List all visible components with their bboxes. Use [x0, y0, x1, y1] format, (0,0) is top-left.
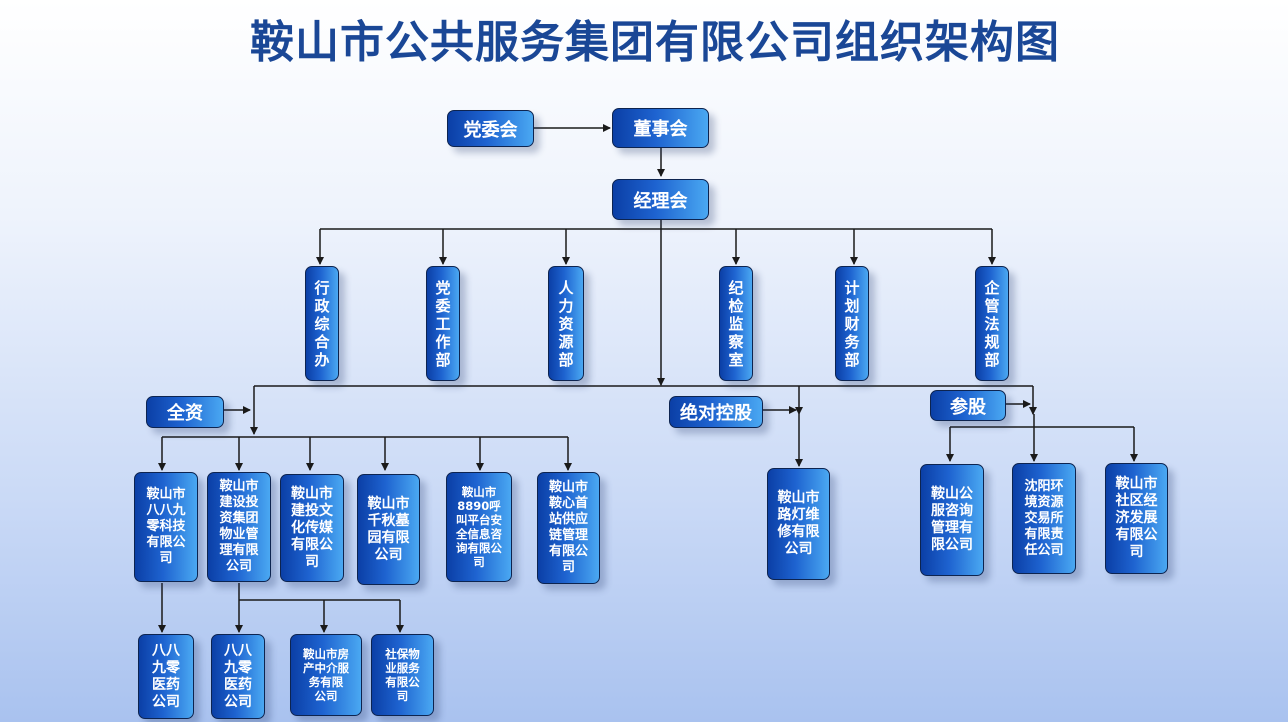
- dept-admin-office: 行 政 综 合 办: [305, 266, 339, 381]
- company-construction-property: 鞍山市 建设投 资集团 物业管 理有限 公司: [207, 472, 271, 582]
- board-box: 董事会: [612, 108, 709, 148]
- company-supply-chain: 鞍山市 鞍心首 站供应 链管理 有限公 司: [537, 472, 600, 584]
- group-participation: 参股: [930, 390, 1006, 421]
- dept-human-resources: 人 力 资 源 部: [548, 266, 584, 381]
- party-committee-box: 党委会: [447, 110, 534, 147]
- page-title: 鞍山市公共服务集团有限公司组织架构图: [250, 17, 1060, 68]
- company-cemetery: 鞍山市 千秋墓 园有限 公司: [357, 474, 420, 585]
- subsidiary-8890-pharma-b: 八八 九零 医药 公司: [211, 634, 265, 719]
- company-8890-tech: 鞍山市 八八九 零科技 有限公 司: [134, 472, 198, 582]
- subsidiary-8890-pharma-a: 八八 九零 医药 公司: [138, 634, 194, 719]
- managers-box: 经理会: [612, 179, 709, 220]
- subsidiary-social-security-property: 社保物 业服务 有限公 司: [371, 634, 434, 716]
- dept-discipline: 纪 检 监 察 室: [719, 266, 753, 381]
- dept-party-work: 党 委 工 作 部: [426, 266, 460, 381]
- group-absolute-holding: 绝对控股: [669, 396, 763, 428]
- group-wholly-owned: 全资: [146, 396, 224, 428]
- subsidiary-real-estate-agency: 鞍山市房 产中介服 务有限 公司: [290, 634, 362, 716]
- dept-legal: 企 管 法 规 部: [975, 266, 1009, 381]
- dept-planning-finance: 计 划 财 务 部: [835, 266, 869, 381]
- company-community-economy: 鞍山市 社区经 济发展 有限公 司: [1105, 463, 1168, 574]
- company-shenyang-exchange: 沈阳环 境资源 交易所 有限责 任公司: [1012, 463, 1076, 574]
- company-culture-media: 鞍山市 建投文 化传媒 有限公 司: [280, 474, 344, 582]
- company-public-service-consulting: 鞍山公 服咨询 管理有 限公司: [920, 464, 984, 576]
- company-8890-call-platform: 鞍山市 8890呼 叫平台安 全信息咨 询有限公 司: [446, 472, 512, 582]
- company-street-lamp: 鞍山市 路灯维 修有限 公司: [767, 468, 830, 580]
